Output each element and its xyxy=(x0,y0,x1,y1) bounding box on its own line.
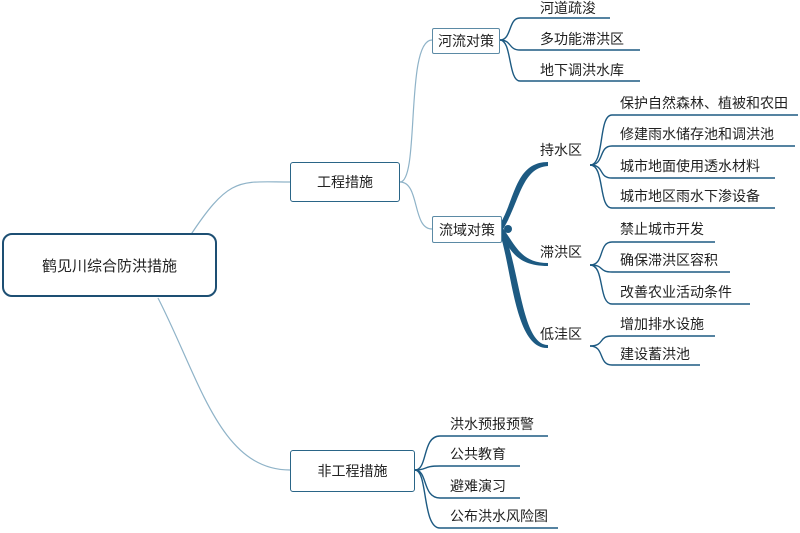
node-engineering[interactable]: 工程措施 xyxy=(290,162,400,202)
connector-engineering-river xyxy=(399,39,433,183)
connector-engineering-basin xyxy=(399,181,433,230)
node-retention-area[interactable]: 持水区 xyxy=(540,143,582,159)
leaf-agriculture-conditions[interactable]: 改善农业活动条件 xyxy=(620,285,732,301)
retention-leaf-connectors xyxy=(589,114,798,209)
basin-branches xyxy=(500,162,548,349)
leaf-underground-reservoir[interactable]: 地下调洪水库 xyxy=(540,63,624,79)
basin-node-dot xyxy=(504,225,512,233)
nonengineering-leaf-connectors xyxy=(414,435,558,529)
root-node[interactable]: 鹤见川综合防洪措施 xyxy=(2,233,217,297)
leaf-multifunction-retention[interactable]: 多功能滞洪区 xyxy=(540,32,624,48)
node-non-engineering[interactable]: 非工程措施 xyxy=(290,450,415,492)
leaf-evacuation-drill[interactable]: 避难演习 xyxy=(450,479,506,495)
node-river-measures[interactable]: 河流对策 xyxy=(432,28,500,54)
river-leaf-connectors xyxy=(499,17,640,82)
leaf-flood-forecast[interactable]: 洪水预报预警 xyxy=(450,417,534,433)
leaf-public-education[interactable]: 公共教育 xyxy=(450,447,506,463)
connector-root-engineering xyxy=(189,181,291,237)
node-detention-area[interactable]: 滞洪区 xyxy=(540,245,582,261)
leaf-infiltration-devices[interactable]: 城市地区雨水下渗设备 xyxy=(620,189,760,205)
leaf-permeable-pavement[interactable]: 城市地面使用透水材料 xyxy=(620,159,760,175)
leaf-flood-risk-map[interactable]: 公布洪水风险图 xyxy=(450,509,548,525)
leaf-flood-storage-pond[interactable]: 建设蓄洪池 xyxy=(620,347,690,363)
leaf-river-dredging[interactable]: 河道疏浚 xyxy=(540,1,596,17)
leaf-ensure-capacity[interactable]: 确保滞洪区容积 xyxy=(620,253,718,269)
node-lowland-area[interactable]: 低洼区 xyxy=(540,327,582,343)
leaf-no-development[interactable]: 禁止城市开发 xyxy=(620,222,704,238)
node-basin-measures[interactable]: 流域对策 xyxy=(432,216,502,243)
connector-root-nonengineering xyxy=(157,297,291,471)
leaf-rain-storage[interactable]: 修建雨水储存池和调洪池 xyxy=(620,127,774,143)
leaf-protect-forest[interactable]: 保护自然森林、植被和农田 xyxy=(620,96,788,112)
lowland-leaf-connectors xyxy=(589,335,715,366)
detention-leaf-connectors xyxy=(589,241,750,305)
leaf-drainage-facilities[interactable]: 增加排水设施 xyxy=(620,317,704,333)
